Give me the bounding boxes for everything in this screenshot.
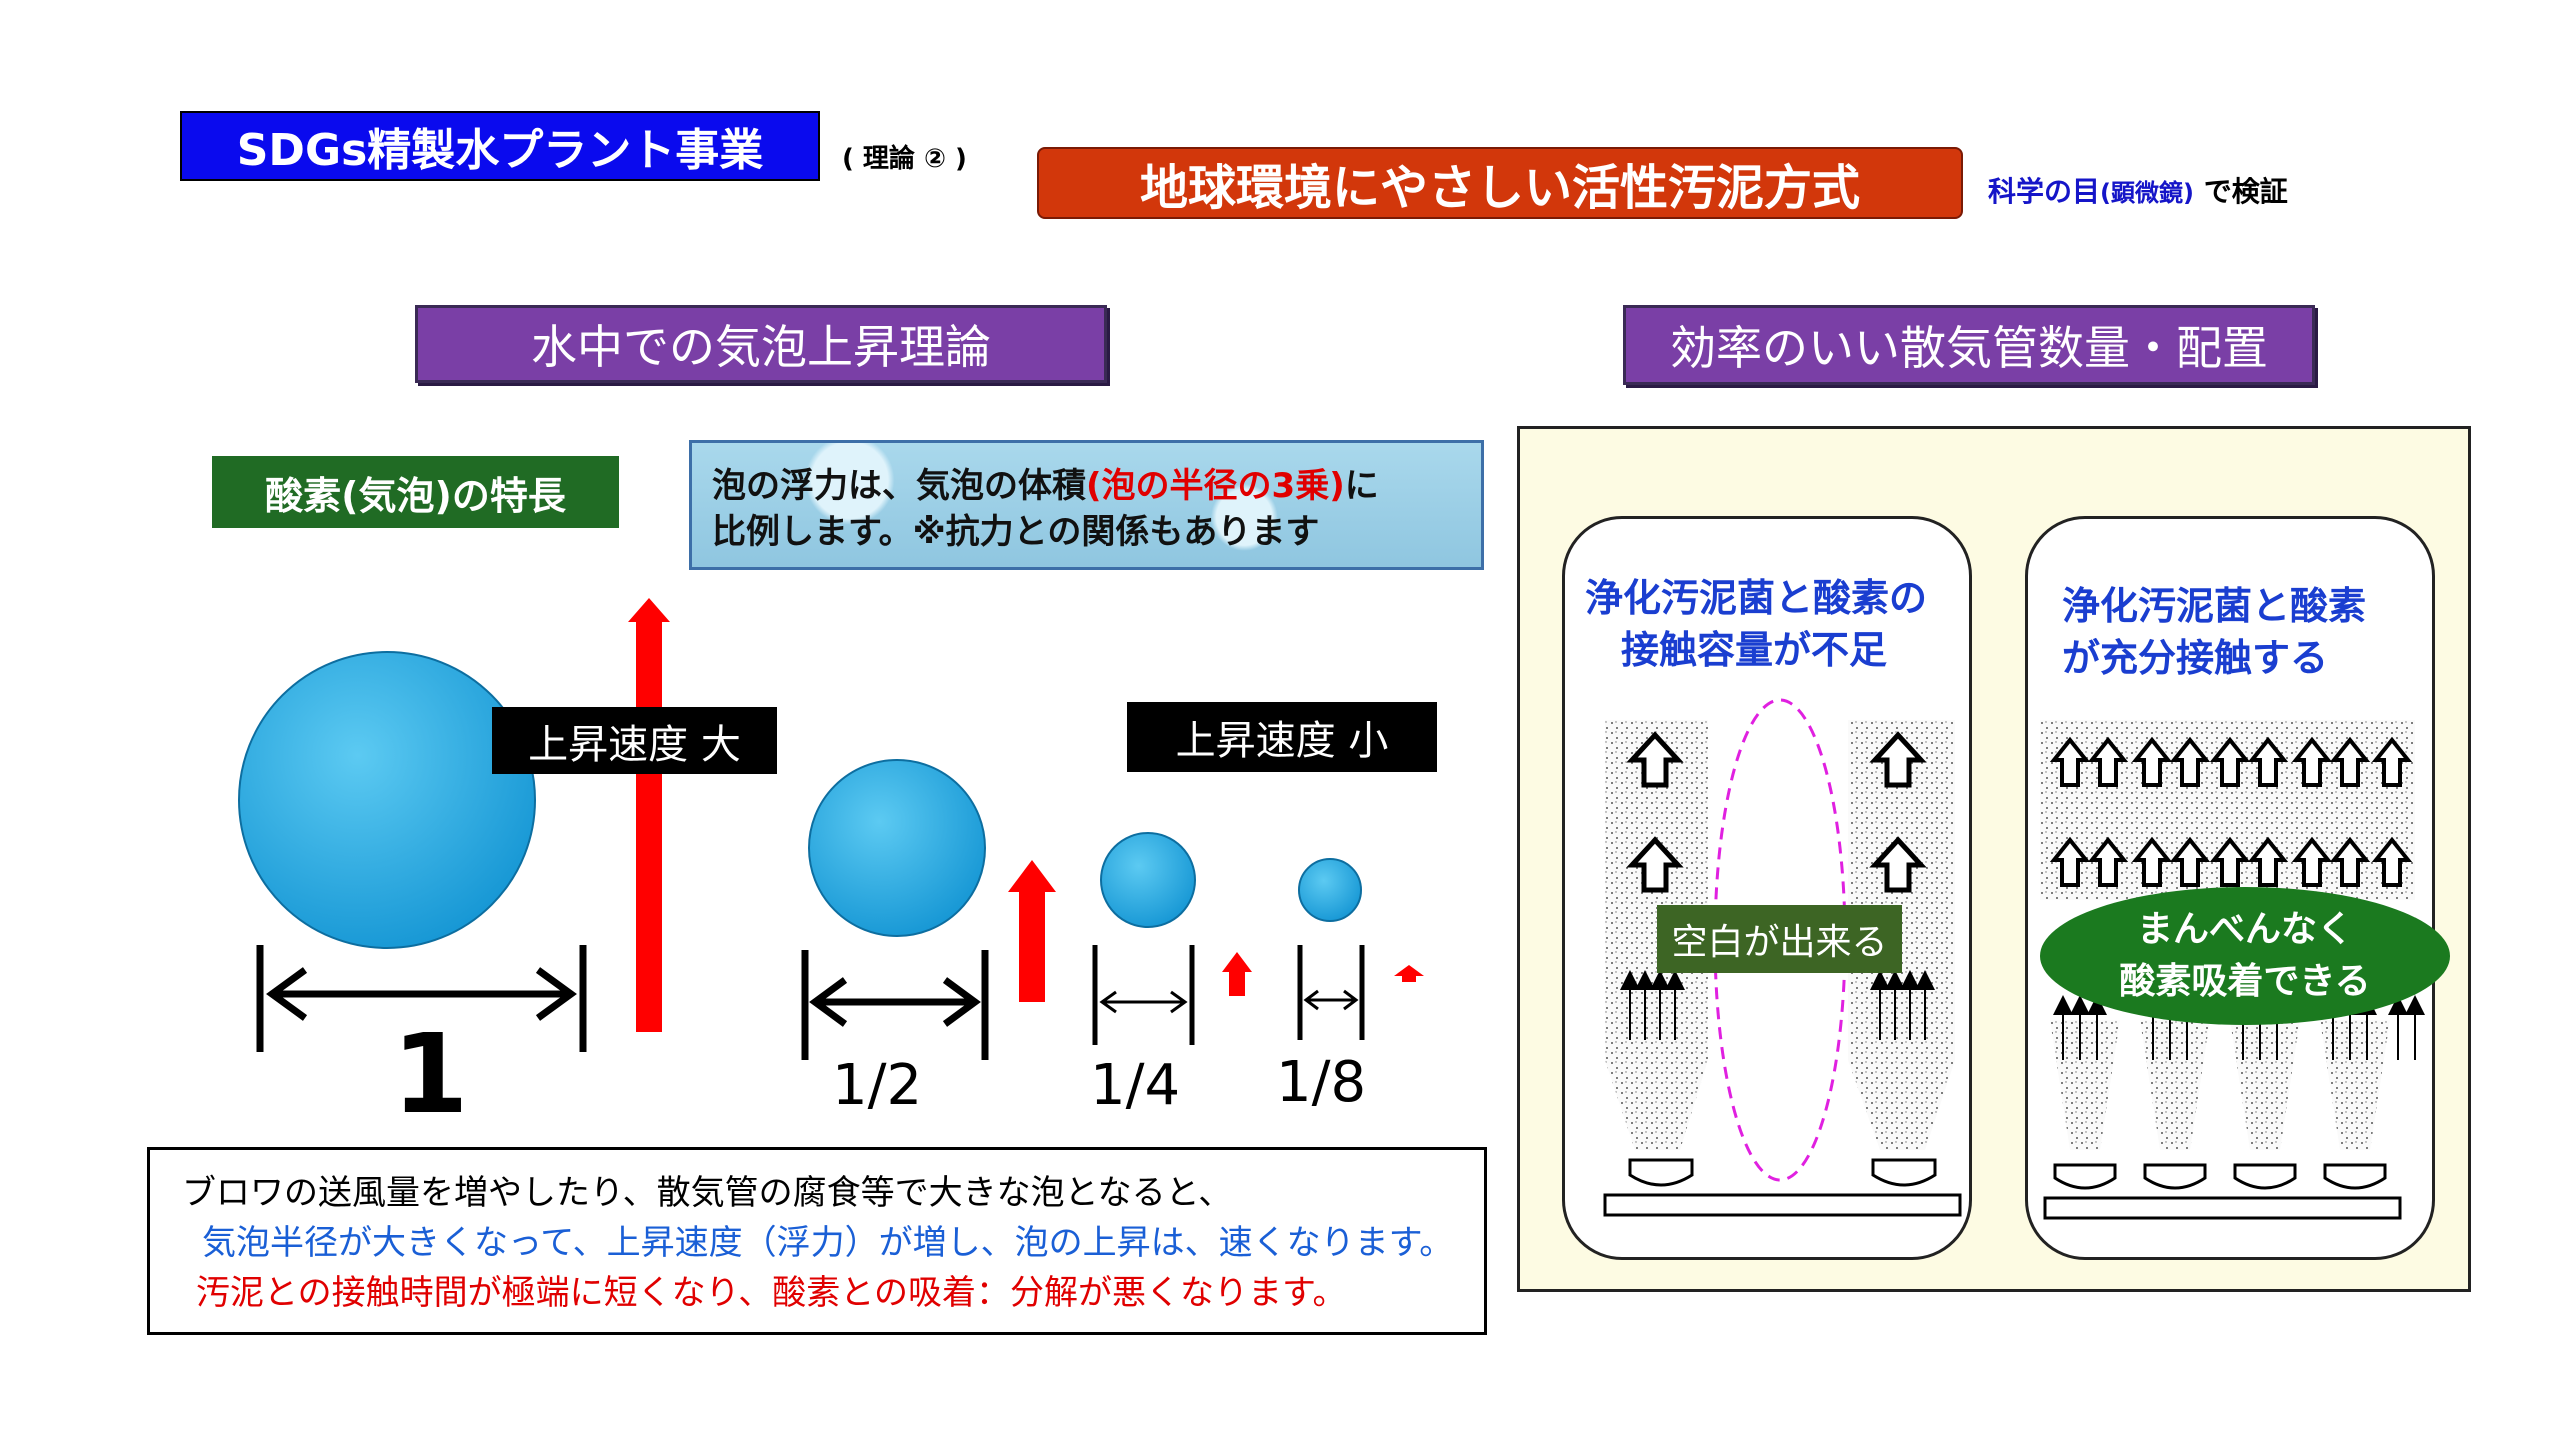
dim-line-8 — [1297, 945, 1365, 1040]
plume-b-3 — [2230, 1020, 2300, 1150]
bubble-half — [808, 759, 986, 937]
tank-b-line1: 浄化汚泥菌と酸素 — [2062, 584, 2367, 628]
note-box: ブロワの送風量を増やしたり、散気管の腐食等で大きな泡となると、 気泡半径が大きく… — [147, 1147, 1487, 1335]
bubble-eighth — [1298, 858, 1362, 922]
left-heading: 水中での気泡上昇理論 — [415, 305, 1107, 383]
speed-large-label: 上昇速度 大 — [492, 707, 777, 774]
tank-a-caption: 浄化汚泥菌と酸素の 接触容量が不足 — [1585, 572, 1927, 676]
even-line2: 酸素吸着できる — [2119, 961, 2371, 1002]
buoyancy-line1: 泡の浮力は、気泡の体積(泡の半径の3乗)に — [712, 463, 1461, 509]
bubble-large — [238, 651, 536, 949]
rise-arrow-half — [1008, 860, 1056, 1002]
left-heading-text: 水中での気泡上昇理論 — [531, 320, 991, 374]
tank-a-thin-arrows — [1620, 970, 1935, 1040]
rise-arrow-eighth — [1394, 965, 1424, 982]
plume-b-4 — [2320, 1020, 2390, 1150]
right-heading-text: 効率のいい散気管数量・配置 — [1670, 321, 2268, 375]
even-line1: まんべんなく — [2136, 909, 2353, 950]
buoyancy-post: に — [1344, 466, 1379, 506]
science-main: 科学の目 — [1988, 175, 2101, 208]
gap-label: 空白が出来る — [1657, 905, 1902, 973]
speed-large-text: 上昇速度 大 — [528, 721, 741, 768]
dim-label-half: 1/2 — [832, 1053, 923, 1118]
dim-line-4 — [1092, 945, 1195, 1045]
buoyancy-red: (泡の半径の3乗) — [1086, 466, 1345, 506]
title-box: SDGs精製水プラント事業 — [180, 111, 820, 181]
theory-label: ( 理論 ② ) — [842, 144, 967, 174]
buoyancy-pre: 泡の浮力は、気泡の体積 — [712, 466, 1086, 506]
science-tail: で検証 — [2193, 175, 2288, 208]
science-label: 科学の目(顕微鏡) で検証 — [1988, 170, 2288, 210]
oxygen-label-text: 酸素(気泡)の特長 — [265, 473, 566, 518]
tank-a-line1: 浄化汚泥菌と酸素の — [1585, 576, 1928, 620]
speed-small-text: 上昇速度 小 — [1175, 718, 1389, 764]
note-line-2: 気泡半径が大きくなって、上昇速度（浮力）が増し、泡の上昇は、速くなります。 — [202, 1223, 1454, 1263]
note-line-1: ブロワの送風量を増やしたり、散気管の腐食等で大きな泡となると、 — [182, 1173, 1233, 1213]
tank-b-hollow-arrows — [2049, 736, 2413, 887]
dim-label-quarter: 1/4 — [1090, 1053, 1181, 1118]
bubble-quarter — [1100, 832, 1196, 928]
dim-line-2 — [801, 950, 989, 1060]
tank-a-diffusers — [1603, 1158, 1962, 1217]
buoyancy-line2: 比例します。※抗力との関係もあります — [712, 512, 1320, 552]
tank-a-line2: 接触容量が不足 — [1621, 628, 1888, 672]
oxygen-label: 酸素(気泡)の特長 — [212, 456, 619, 528]
science-paren: (顕微鏡) — [2100, 179, 2194, 207]
plume-b-2 — [2140, 1020, 2210, 1150]
right-heading: 効率のいい散気管数量・配置 — [1623, 305, 2315, 385]
even-absorption-label: まんべんなく 酸素吸着できる — [2040, 887, 2450, 1025]
rise-arrow-quarter — [1222, 952, 1252, 996]
tank-b-diffusers — [2043, 1163, 2402, 1220]
rise-arrow-large — [628, 598, 670, 1032]
tank-b-caption: 浄化汚泥菌と酸素 が充分接触する — [2062, 580, 2366, 684]
headline-box: 地球環境にやさしい活性汚泥方式 — [1037, 147, 1963, 219]
tank-a-hollow-arrows — [1626, 731, 1927, 893]
gap-label-text: 空白が出来る — [1671, 922, 1888, 963]
tank-b-line2: が充分接触する — [2062, 636, 2329, 680]
dim-line-1 — [256, 945, 587, 1052]
buoyancy-box: 泡の浮力は、気泡の体積(泡の半径の3乗)に 比例します。※抗力との関係もあります — [689, 440, 1484, 570]
dim-label-eighth: 1/8 — [1276, 1050, 1367, 1115]
plume-b-1 — [2050, 1020, 2120, 1150]
dim-label-1: 1 — [392, 1010, 469, 1138]
speed-small-label: 上昇速度 小 — [1127, 702, 1437, 772]
note-line-3: 汚泥との接触時間が極端に短くなり、酸素との吸着：分解が悪くなります。 — [196, 1273, 1347, 1313]
title-text: SDGs精製水プラント事業 — [236, 125, 764, 176]
headline-text: 地球環境にやさしい活性汚泥方式 — [1139, 160, 1860, 216]
plume-a-left — [1605, 720, 1708, 1150]
